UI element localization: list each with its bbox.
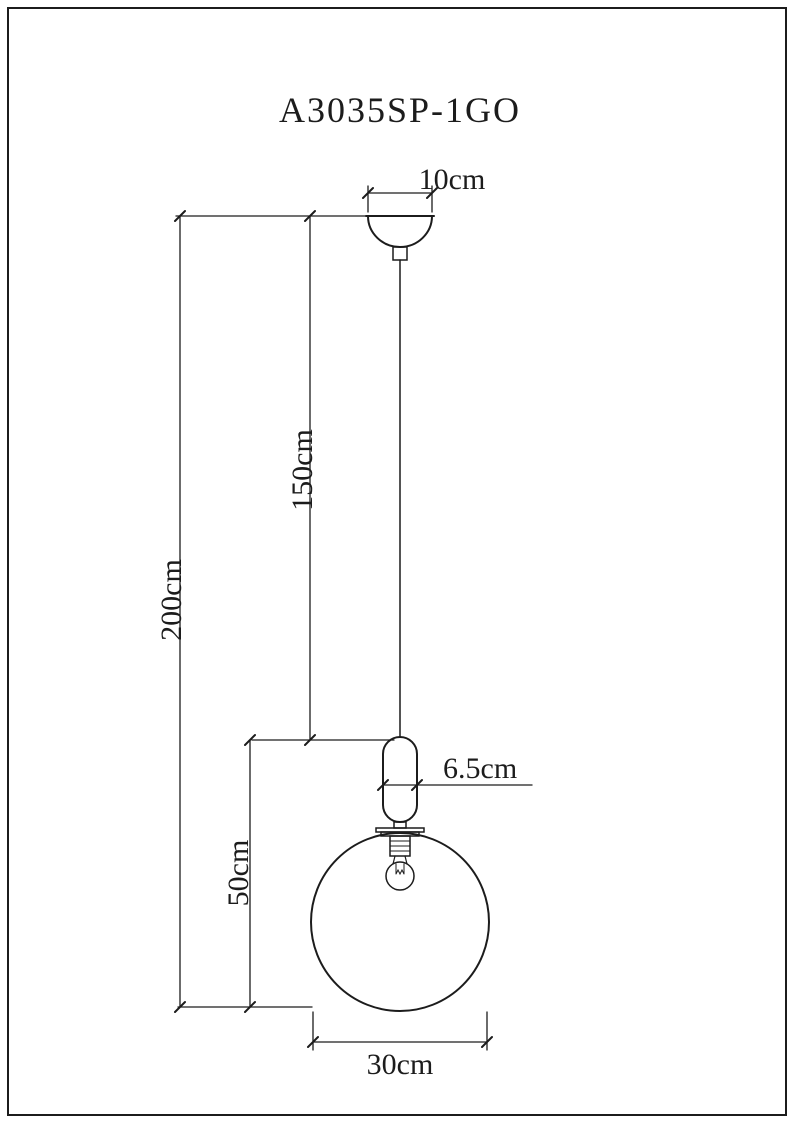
dim-canopy-width-label: 10cm [419,163,486,196]
light-bulb [385,861,415,891]
dim-body-diameter-label: 6.5cm [443,752,517,785]
dimension-labels-group: 10cm 150cm 200cm 50cm 6.5cm 30cm [155,163,517,1081]
dim-fixture-height-label: 50cm [222,840,255,907]
bulb-filament [395,863,405,876]
glass-sphere-shade [310,832,490,1012]
dimension-ticks [174,187,493,1048]
dim-cord-length-label: 150cm [286,429,319,511]
bulb-neck [392,855,408,865]
dimension-lines-group [174,185,533,1051]
page-border [7,7,787,1116]
canopy-dome [367,215,433,248]
model-title: A3035SP-1GO [279,90,521,130]
dim-shade-diameter-label: 30cm [367,1048,434,1081]
lamp-outline-group [310,215,490,1012]
socket-threads [389,840,411,852]
dim-overall-height-label: 200cm [155,559,188,641]
strain-relief [392,246,408,261]
